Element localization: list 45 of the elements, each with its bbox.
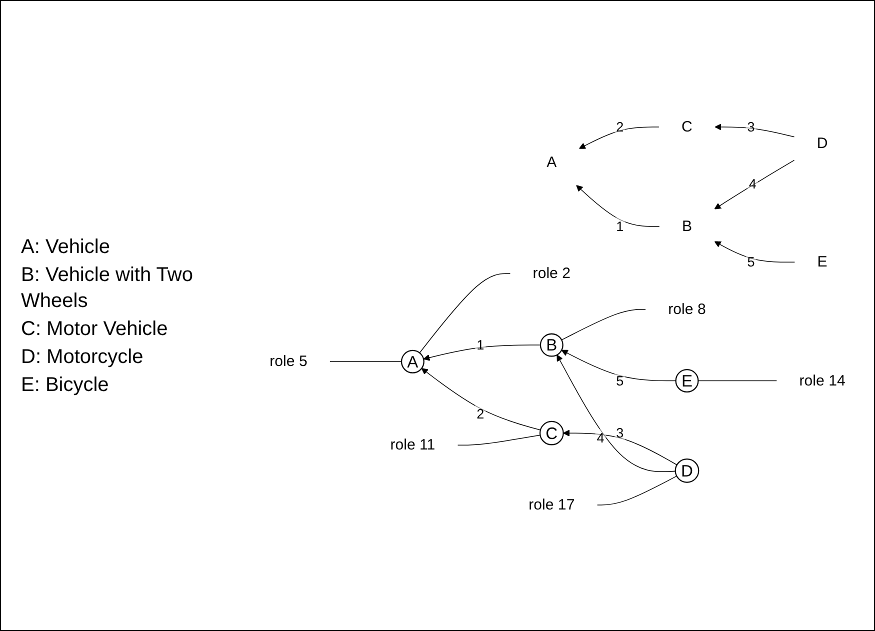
arrow bbox=[576, 184, 660, 226]
arrow bbox=[714, 240, 796, 262]
node-text: A bbox=[546, 154, 557, 171]
definition-text: D: Motorcycle bbox=[21, 344, 144, 370]
edge-label: 3 bbox=[747, 119, 755, 134]
node-text: role 17 bbox=[528, 496, 575, 513]
node-circle: D bbox=[674, 458, 700, 482]
node-circle: A bbox=[400, 349, 424, 373]
definition-text: C: Motor Vehicle bbox=[21, 316, 169, 342]
edge-label: 2 bbox=[476, 406, 484, 421]
edge-label: 1 bbox=[476, 337, 484, 352]
arrow bbox=[423, 344, 541, 360]
edge-label: 4 bbox=[748, 176, 756, 192]
edge-label: 5 bbox=[616, 372, 624, 388]
node-text: D bbox=[816, 134, 828, 152]
edge-label: 4 bbox=[596, 430, 604, 445]
node-circle: B bbox=[540, 332, 564, 356]
connector bbox=[596, 475, 678, 505]
arrow bbox=[579, 126, 660, 148]
node-circle: E bbox=[675, 368, 699, 392]
node-text: role 11 bbox=[390, 436, 436, 453]
edge-label: 5 bbox=[747, 254, 755, 270]
node-text: role 2 bbox=[532, 264, 571, 282]
arrow bbox=[714, 123, 795, 137]
definition-text: B: Vehicle with Two Wheels bbox=[21, 262, 194, 314]
arrow bbox=[714, 159, 795, 209]
node-circle: C bbox=[539, 420, 564, 445]
edge-label: 2 bbox=[616, 119, 624, 134]
edge-label: 3 bbox=[616, 425, 624, 440]
connector bbox=[330, 360, 402, 362]
connector bbox=[457, 434, 541, 446]
node-text: role 14 bbox=[799, 372, 846, 389]
definition-text: E: Bicycle bbox=[21, 372, 110, 398]
arrow bbox=[561, 349, 676, 381]
node-text: B bbox=[682, 218, 692, 234]
edge-label: 1 bbox=[616, 218, 624, 234]
node-text: C bbox=[682, 118, 692, 135]
definition-text: A: Vehicle bbox=[21, 234, 111, 260]
connector bbox=[698, 380, 778, 381]
connector bbox=[561, 308, 646, 340]
arrow bbox=[556, 354, 676, 472]
node-text: role 5 bbox=[270, 352, 308, 370]
node-text: role 8 bbox=[668, 300, 706, 318]
arrow bbox=[421, 368, 541, 430]
node-text: E bbox=[817, 253, 828, 270]
